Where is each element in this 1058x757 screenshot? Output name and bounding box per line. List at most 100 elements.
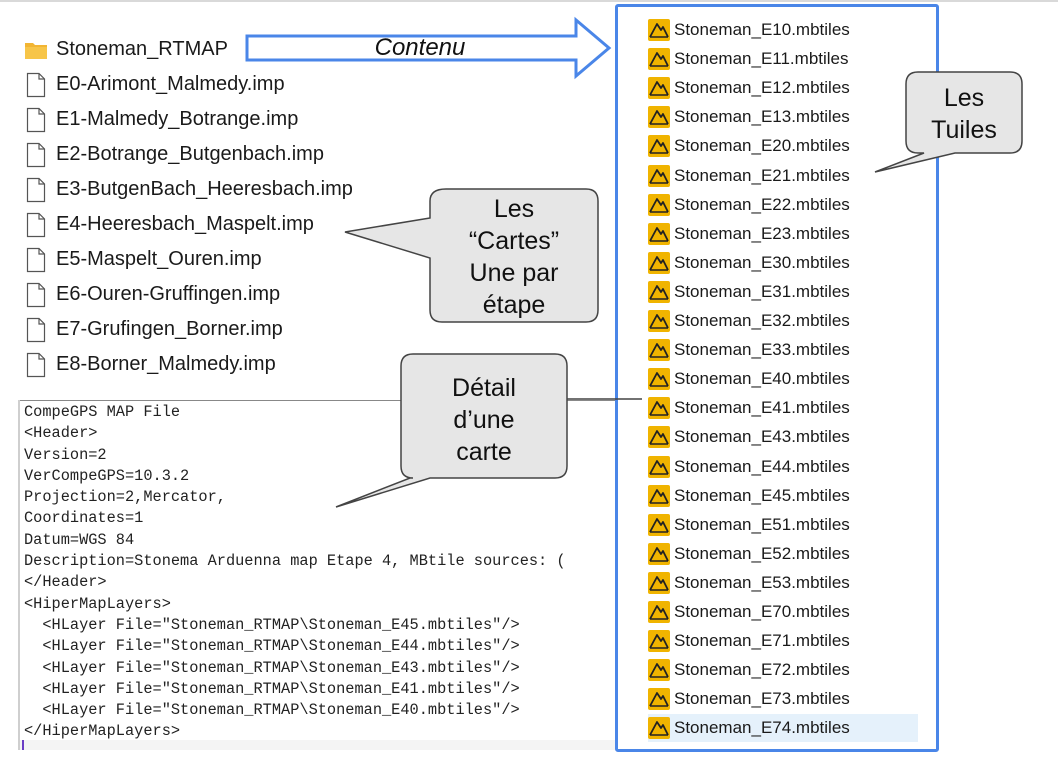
tile-row[interactable]: Stoneman_E44.mbtiles	[648, 453, 918, 481]
tile-name: Stoneman_E70.mbtiles	[674, 602, 850, 621]
tile-row[interactable]: Stoneman_E73.mbtiles	[648, 685, 918, 713]
tile-row[interactable]: Stoneman_E45.mbtiles	[648, 482, 918, 510]
tile-row[interactable]: Stoneman_E30.mbtiles	[648, 249, 918, 277]
tile-row[interactable]: Stoneman_E21.mbtiles	[648, 162, 918, 190]
code-line: Version=2	[24, 445, 107, 464]
document-icon	[24, 282, 48, 308]
map-file-code: CompeGPS MAP File <Header> Version=2 Ver…	[24, 402, 566, 743]
tile-row[interactable]: Stoneman_E13.mbtiles	[648, 103, 918, 131]
code-line: CompeGPS MAP File	[24, 403, 181, 421]
code-line: <HiperMapLayers>	[24, 594, 171, 613]
folder-row[interactable]: Stoneman_RTMAP	[24, 32, 384, 67]
code-line: <HLayer File="Stoneman_RTMAP\Stoneman_E4…	[24, 701, 520, 720]
tile-name: Stoneman_E31.mbtiles	[674, 281, 850, 301]
tile-name: Stoneman_E40.mbtiles	[674, 369, 850, 389]
file-row[interactable]: E5-Maspelt_Ouren.imp	[24, 242, 384, 277]
file-row[interactable]: E1-Malmedy_Botrange.imp	[24, 102, 384, 137]
mbtiles-mountain-icon	[648, 339, 670, 362]
mbtiles-mountain-icon	[648, 77, 670, 100]
tile-row[interactable]: Stoneman_E52.mbtiles	[648, 540, 918, 568]
document-icon	[24, 247, 48, 273]
tile-name: Stoneman_E30.mbtiles	[674, 252, 850, 272]
tile-name: Stoneman_E43.mbtiles	[674, 427, 850, 447]
tile-name: Stoneman_E22.mbtiles	[674, 194, 850, 214]
tile-row[interactable]: Stoneman_E22.mbtiles	[648, 191, 918, 219]
document-icon	[24, 142, 48, 168]
mbtiles-mountain-icon	[648, 630, 670, 653]
tile-name: Stoneman_E74.mbtiles	[674, 718, 850, 738]
callout-line: Une par	[469, 259, 559, 287]
tile-row[interactable]: Stoneman_E32.mbtiles	[648, 307, 918, 335]
file-name: E3-ButgenBach_Heeresbach.imp	[56, 178, 353, 200]
document-icon	[24, 107, 48, 133]
mbtiles-mountain-icon	[648, 601, 670, 623]
mbtiles-mountain-icon	[648, 193, 670, 216]
tile-row[interactable]: Stoneman_E20.mbtiles	[648, 132, 918, 160]
tile-row[interactable]: Stoneman_E10.mbtiles	[648, 16, 918, 44]
panel-divider	[20, 400, 644, 401]
document-icon	[24, 317, 48, 343]
tile-row[interactable]: Stoneman_E12.mbtiles	[648, 74, 918, 102]
tile-row[interactable]: Stoneman_E70.mbtiles	[648, 598, 918, 626]
tile-row[interactable]: Stoneman_E72.mbtiles	[648, 656, 918, 684]
document-icon	[24, 352, 48, 378]
callout-line: Détail	[452, 374, 516, 402]
callout-line: Les	[493, 195, 535, 223]
callout-line: Tuiles	[931, 116, 997, 144]
mbtiles-mountain-icon	[648, 19, 670, 41]
content-arrow	[245, 16, 612, 80]
document-icon	[24, 212, 48, 238]
tile-name: Stoneman_E32.mbtiles	[674, 311, 850, 330]
file-row[interactable]: E4-Heeresbach_Maspelt.imp	[24, 207, 384, 242]
tile-row[interactable]: Stoneman_E51.mbtiles	[648, 511, 918, 539]
tile-name: Stoneman_E12.mbtiles	[674, 78, 850, 98]
callout-cartes-bubble	[344, 188, 599, 323]
file-row[interactable]: E2-Botrange_Butgenbach.imp	[24, 137, 384, 172]
file-name: E5-Maspelt_Ouren.imp	[56, 248, 262, 270]
file-name: E7-Grufingen_Borner.imp	[56, 318, 283, 340]
file-row[interactable]: E0-Arimont_Malmedy.imp	[24, 67, 384, 102]
code-line: VerCompeGPS=10.3.2	[24, 466, 190, 485]
code-line: Description=Stonema Arduenna map Etape 4…	[24, 552, 566, 571]
code-line: </Header>	[24, 573, 107, 592]
file-row[interactable]: E3-ButgenBach_Heeresbach.imp	[24, 172, 384, 207]
mbtiles-mountain-icon	[648, 106, 670, 129]
file-name: E4-Heeresbach_Maspelt.imp	[56, 213, 314, 235]
mbtiles-mountain-icon	[648, 397, 670, 420]
file-row[interactable]: E6-Ouren-Gruffingen.imp	[24, 277, 384, 312]
tile-row[interactable]: Stoneman_E33.mbtiles	[648, 336, 918, 364]
tile-row[interactable]: Stoneman_E11.mbtiles	[648, 45, 918, 73]
callout-line: carte	[456, 438, 512, 466]
tile-row[interactable]: Stoneman_E71.mbtiles	[648, 627, 918, 655]
folder-icon	[24, 37, 48, 63]
tile-row[interactable]: Stoneman_E41.mbtiles	[648, 394, 918, 422]
tile-name: Stoneman_E72.mbtiles	[674, 660, 850, 680]
tile-row[interactable]: Stoneman_E31.mbtiles	[648, 278, 918, 306]
file-name: E0-Arimont_Malmedy.imp	[56, 73, 285, 95]
tile-name: Stoneman_E45.mbtiles	[674, 485, 850, 505]
code-line: Datum=WGS 84	[24, 530, 135, 549]
file-row[interactable]: E8-Borner_Malmedy.imp	[24, 347, 384, 382]
file-row[interactable]: E7-Grufingen_Borner.imp	[24, 312, 384, 347]
callout-tuiles-bubble	[874, 71, 1023, 173]
mbtiles-mountain-icon	[648, 251, 670, 274]
tile-row[interactable]: Stoneman_E43.mbtiles	[648, 423, 918, 451]
horizontal-scrollbar[interactable]	[20, 740, 644, 750]
code-line: Projection=2,Mercator,	[24, 488, 226, 507]
tile-name: Stoneman_E44.mbtiles	[674, 456, 850, 476]
code-line: <HLayer File="Stoneman_RTMAP\Stoneman_E4…	[24, 679, 520, 698]
tile-row[interactable]: Stoneman_E53.mbtiles	[648, 569, 918, 597]
document-icon	[24, 177, 48, 203]
tile-row[interactable]: Stoneman_E40.mbtiles	[648, 365, 918, 393]
tile-row[interactable]: Stoneman_E23.mbtiles	[648, 220, 918, 248]
tile-name: Stoneman_E52.mbtiles	[674, 543, 850, 563]
mbtiles-mountain-icon	[648, 659, 670, 682]
tile-row[interactable]: Stoneman_E74.mbtiles	[648, 714, 918, 743]
mbtiles-mountain-icon	[648, 717, 670, 740]
